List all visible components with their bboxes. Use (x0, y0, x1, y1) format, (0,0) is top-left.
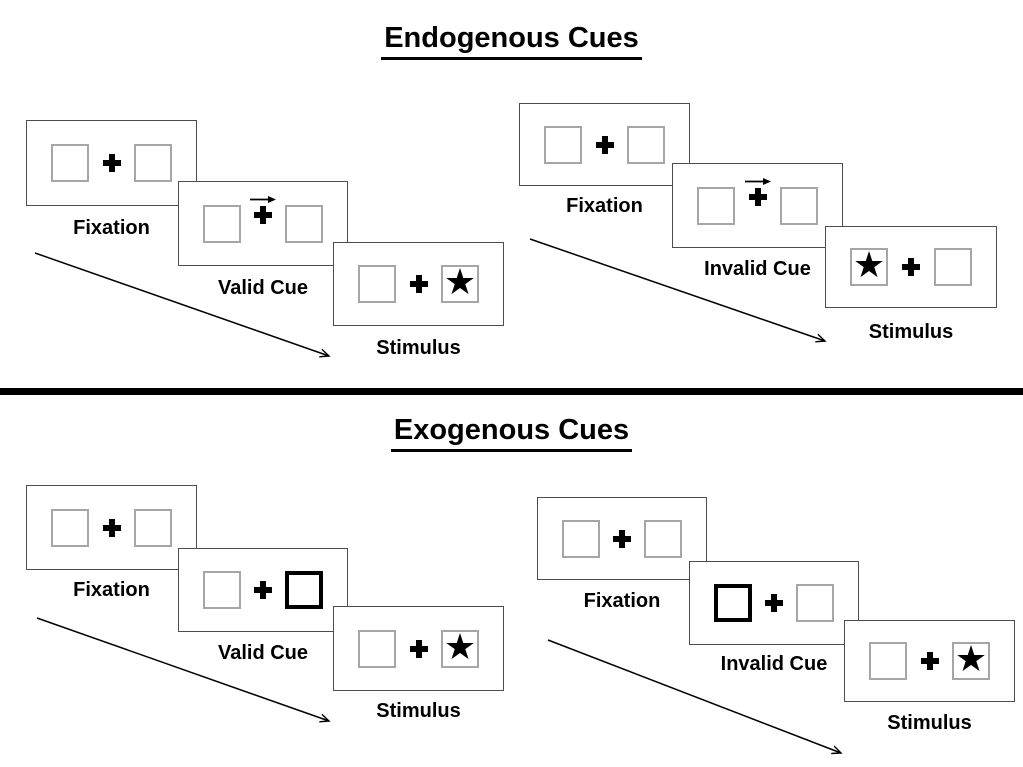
fixation-cross-icon (409, 275, 428, 293)
stimulus-panel: ★ (844, 620, 1015, 702)
fixation-cross-icon (102, 154, 121, 172)
left-placeholder-box (697, 186, 735, 225)
star-icon: ★ (852, 245, 886, 286)
cue-arrow-icon (744, 178, 771, 185)
star-icon: ★ (443, 626, 477, 668)
section-title-endogenous: Endogenous Cues (0, 22, 1023, 60)
right-placeholder-box (627, 125, 665, 164)
fixation-cross-icon (902, 258, 920, 276)
fixation-cross-icon (920, 652, 939, 670)
panel-label: Stimulus (376, 700, 461, 722)
left-placeholder-box (51, 144, 89, 182)
panel-label: Stimulus (868, 321, 954, 343)
fixation-cross-icon (748, 188, 767, 206)
fixation-panel (537, 497, 707, 580)
invalid-cue-panel (689, 561, 859, 645)
right-placeholder-box (134, 508, 172, 547)
cue-arrow-icon (250, 196, 276, 203)
panel-label: Fixation (583, 590, 661, 612)
right-placeholder-box (780, 186, 818, 225)
left-placeholder-box (203, 204, 241, 243)
left-highlighted-cue-box (714, 584, 752, 622)
panel-label: Fixation (73, 217, 150, 239)
stimulus-panel: ★ (333, 606, 504, 691)
valid-cue-panel (178, 548, 348, 632)
fixation-cross-icon (102, 518, 121, 537)
section-title-text: Endogenous Cues (381, 22, 642, 60)
invalid-cue-panel (672, 163, 843, 248)
fixation-panel (519, 103, 690, 186)
left-placeholder-box (51, 508, 89, 547)
left-placeholder-box (358, 629, 396, 668)
fixation-panel (26, 485, 197, 570)
stimulus-panel: ★ (333, 242, 504, 326)
panel-label: Stimulus (887, 712, 972, 734)
star-icon: ★ (443, 262, 477, 303)
stimulus-panel: ★ (825, 226, 997, 308)
panel-label: Stimulus (376, 337, 461, 359)
fixation-panel (26, 120, 197, 206)
fixation-cross-icon (613, 529, 631, 548)
right-placeholder-box (934, 248, 972, 286)
right-placeholder-box (796, 584, 834, 622)
central-cue (744, 177, 771, 206)
panel-label: Invalid Cue (704, 258, 811, 280)
panel-label: Fixation (73, 579, 150, 601)
right-placeholder-box (134, 144, 172, 182)
panel-label: Fixation (566, 195, 643, 217)
fixation-cross-icon (765, 594, 783, 612)
section-divider (0, 388, 1023, 395)
section-title-text: Exogenous Cues (390, 414, 633, 452)
right-target-box: ★ (952, 642, 990, 680)
section-title-exogenous: Exogenous Cues (0, 414, 1023, 452)
timeline-arrow-endogenous-invalid (529, 238, 825, 341)
right-highlighted-cue-box (285, 571, 323, 609)
panel-label: Valid Cue (217, 277, 309, 299)
right-placeholder-box (285, 204, 323, 243)
right-target-box: ★ (441, 626, 479, 668)
timeline-arrow-exogenous-valid (36, 617, 329, 721)
left-placeholder-box (869, 642, 907, 680)
valid-cue-panel (178, 181, 348, 266)
fixation-cross-icon (254, 581, 272, 599)
right-target-box: ★ (441, 265, 479, 303)
left-target-box: ★ (850, 248, 888, 286)
central-cue (250, 195, 276, 224)
left-placeholder-box (358, 265, 396, 303)
fixation-cross-icon (409, 639, 428, 658)
left-placeholder-box (203, 571, 241, 609)
timeline-arrow-endogenous-valid (34, 252, 329, 356)
fixation-cross-icon (595, 135, 614, 154)
panel-label: Valid Cue (217, 642, 309, 664)
right-placeholder-box (644, 519, 682, 558)
fixation-cross-icon (254, 206, 272, 224)
left-placeholder-box (562, 519, 600, 558)
panel-label: Invalid Cue (720, 653, 828, 675)
star-icon: ★ (954, 639, 988, 680)
left-placeholder-box (544, 125, 582, 164)
